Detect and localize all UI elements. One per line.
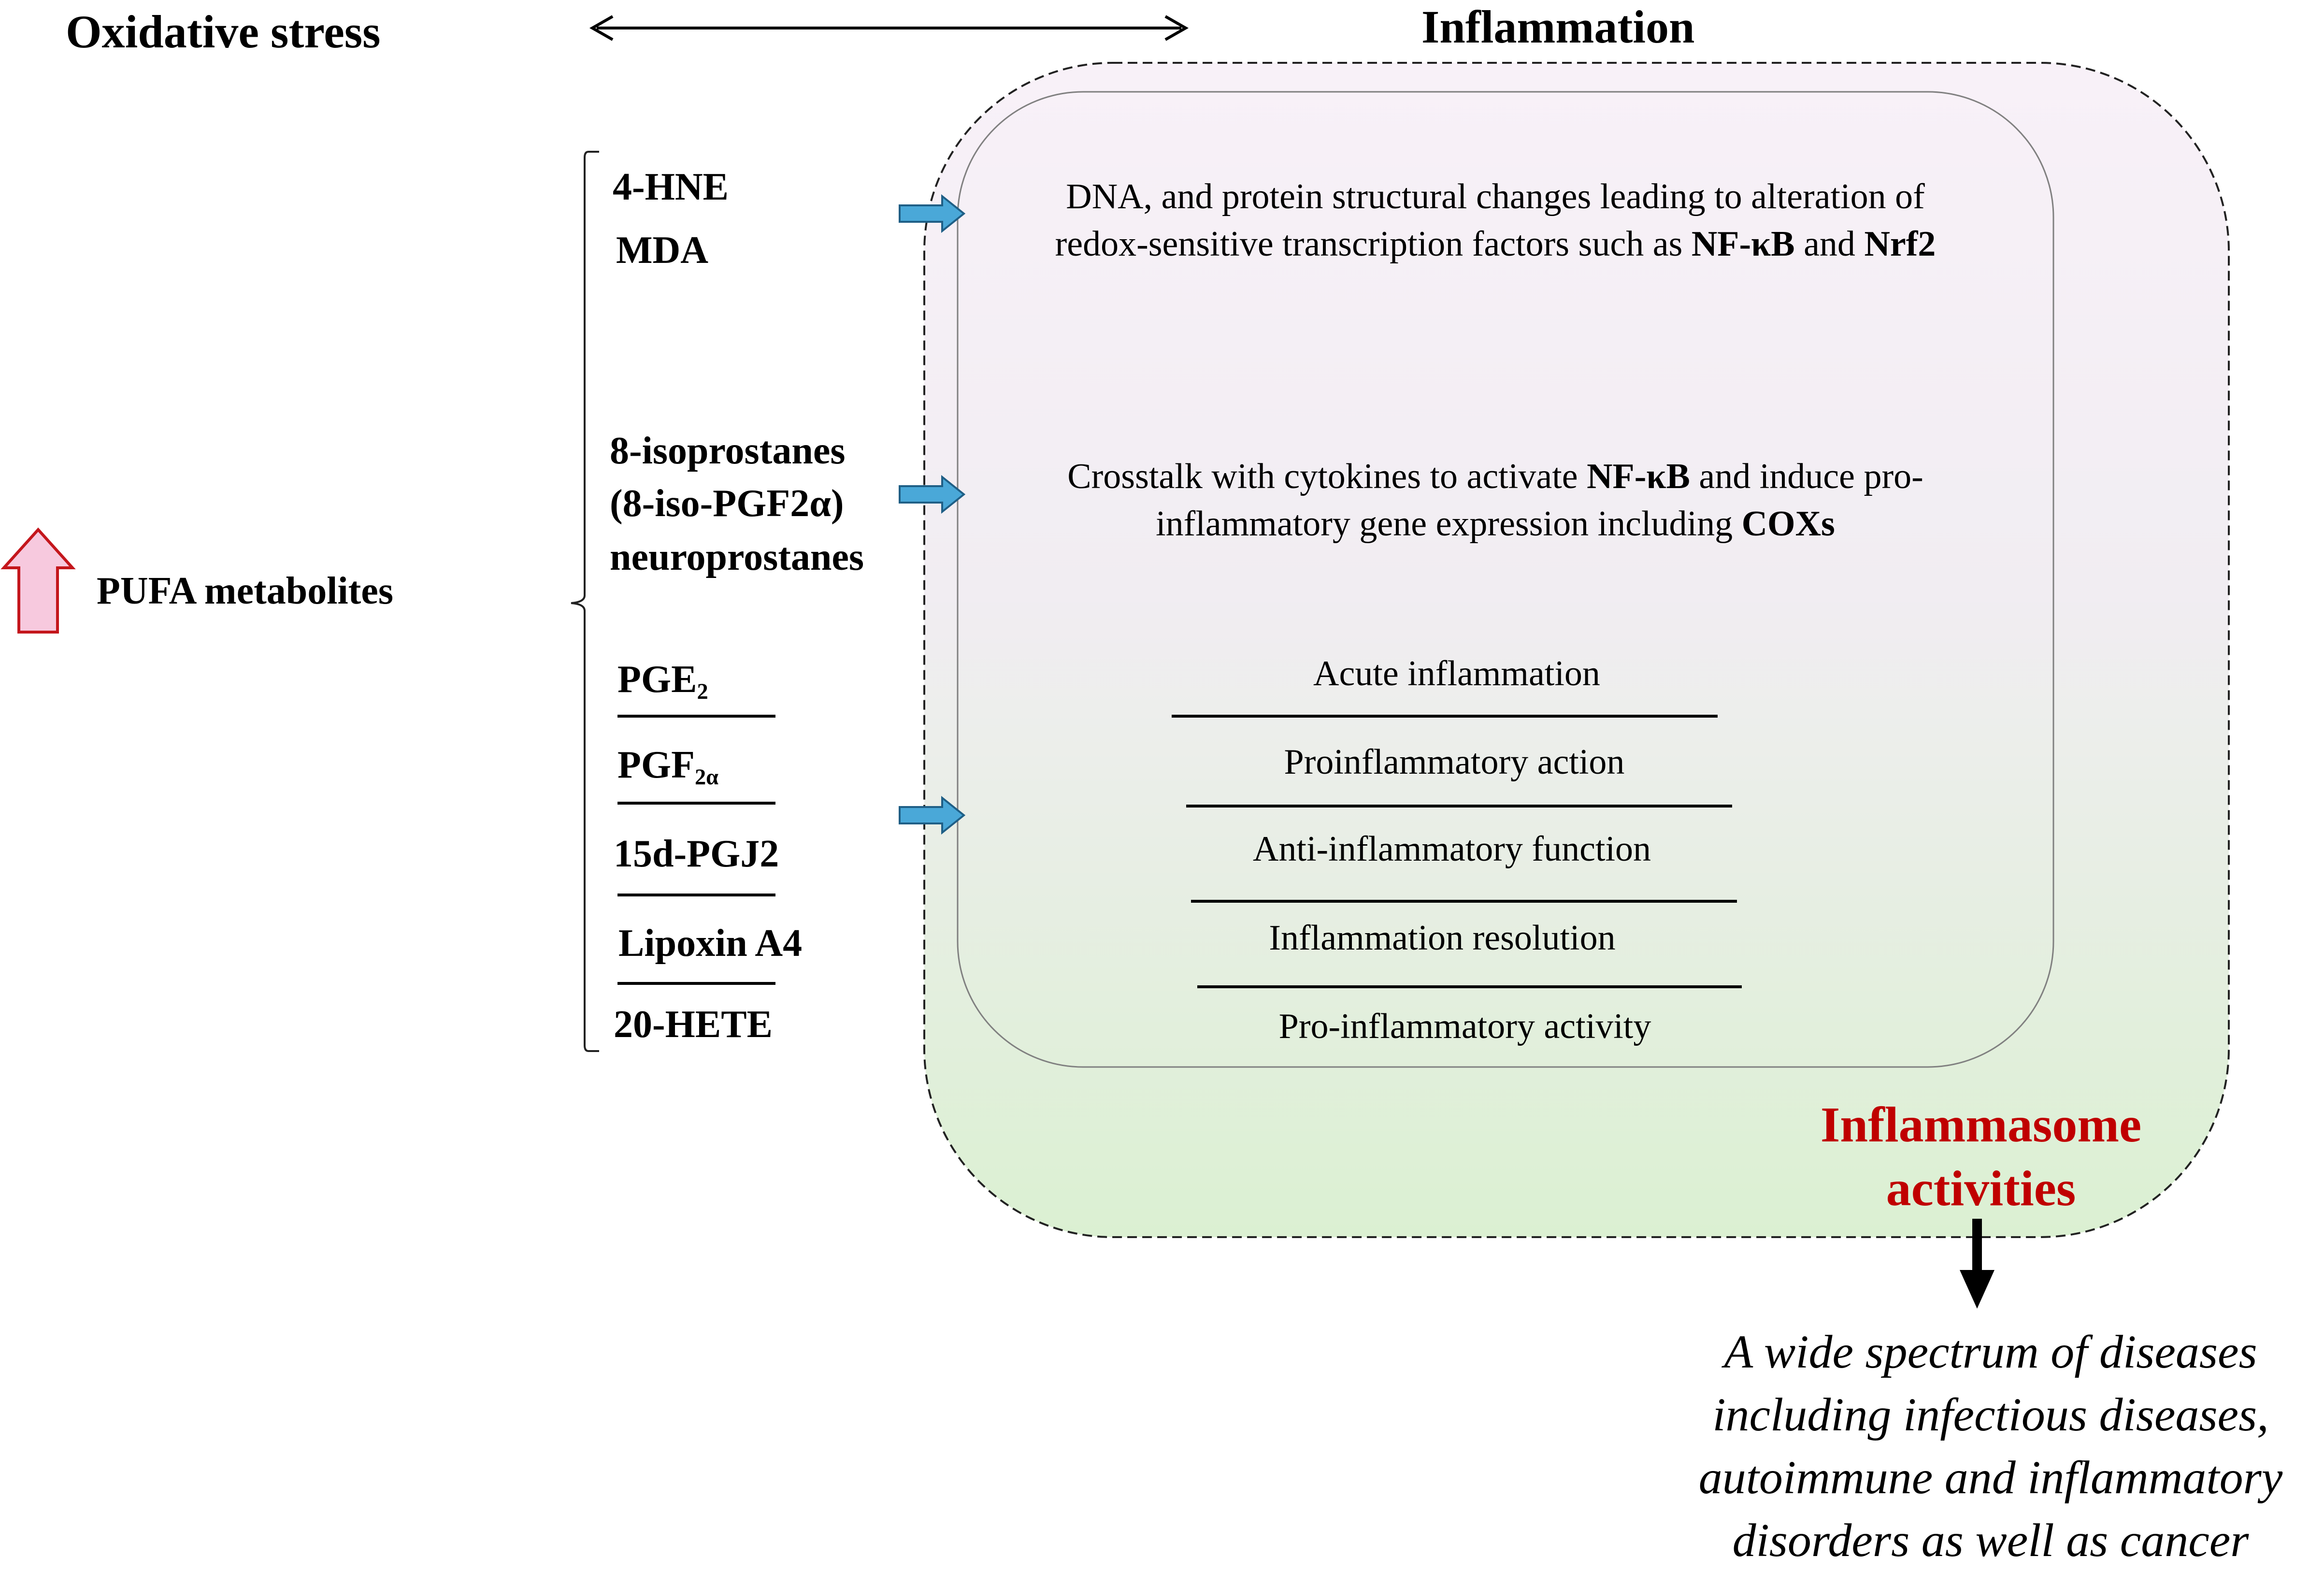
inflammasome-activities-label: Inflammasome activities [1768, 1093, 2194, 1221]
role-proinflammatory-action: Proinflammatory action [1284, 742, 1625, 782]
outcome-line3: autoimmune and inflammatory [1698, 1452, 2283, 1504]
metabolite-neuroprostanes: neuroprostanes [610, 536, 864, 578]
inflammation-outer-box [923, 62, 2230, 1238]
crosstalk-line2-text: inflammatory gene expression including [1156, 504, 1742, 544]
disease-outcome-text: A wide spectrum of diseases including in… [1648, 1321, 2324, 1572]
metabolite-pgf2a: PGF2α [617, 744, 718, 789]
dna-effect-and: and [1794, 224, 1865, 264]
pgf2a-subscript: 2α [694, 764, 719, 790]
metabolite-15d-pgj2: 15d-PGJ2 [614, 833, 779, 875]
pge2-subscript: 2 [697, 679, 708, 704]
crosstalk-line2: inflammatory gene expression including C… [966, 500, 2024, 548]
crosstalk-line1-text: Crosstalk with cytokines to activate [1067, 457, 1587, 496]
oxidative-stress-header: Oxidative stress [66, 6, 381, 58]
pge2-base: PGE [617, 658, 697, 701]
coxs-term: COXs [1741, 504, 1835, 544]
outcome-line2: including infectious diseases, [1712, 1389, 2269, 1441]
role-anti-inflammatory-function: Anti-inflammatory function [1252, 829, 1651, 869]
inflammasome-line1: Inflammasome [1820, 1097, 2142, 1153]
metabolite-8-isoprostanes: 8-isoprostanes [610, 430, 846, 472]
outcome-line4: disorders as well as cancer [1732, 1514, 2249, 1567]
metabolite-pge2: PGE2 [617, 658, 708, 703]
crosstalk-line1: Crosstalk with cytokines to activate NF-… [966, 453, 2024, 500]
metabolite-20-hete: 20-HETE [614, 1003, 773, 1046]
role-separators [1172, 715, 1742, 988]
nf-kb-term: NF-κB [1587, 457, 1690, 496]
arrow-right-icon [899, 194, 966, 233]
nf-kb-term: NF-κB [1691, 224, 1795, 264]
nrf2-term: Nrf2 [1864, 224, 1936, 264]
role-acute-inflammation: Acute inflammation [1313, 654, 1600, 693]
inflammation-inner-box [957, 91, 2054, 1068]
metabolite-lipoxin-a4: Lipoxin A4 [618, 922, 803, 965]
outcome-line1: A wide spectrum of diseases [1724, 1326, 2257, 1378]
crosstalk-effect-text: Crosstalk with cytokines to activate NF-… [966, 453, 2024, 548]
arrow-right-icon [899, 475, 966, 514]
up-arrow-icon [0, 527, 76, 634]
metabolite-8-iso-pgf2a: (8-iso-PGF2α) [610, 482, 844, 525]
dna-effect-line1: DNA, and protein structural changes lead… [1066, 177, 1925, 216]
bidirectional-arrow [589, 15, 1189, 41]
role-pro-inflammatory-activity: Pro-inflammatory activity [1278, 1007, 1651, 1046]
inflammation-header: Inflammation [1421, 1, 1695, 53]
metabolite-separators [617, 715, 775, 985]
pgf2a-base: PGF [617, 744, 695, 786]
dna-effect-line2: redox-sensitive transcription factors su… [966, 220, 2024, 268]
metabolite-4-hne: 4-HNE [613, 166, 729, 208]
inflammasome-line2: activities [1886, 1161, 2076, 1216]
pufa-metabolites-label: PUFA metabolites [97, 570, 393, 612]
metabolite-brace [571, 151, 599, 1052]
dna-protein-effect-text: DNA, and protein structural changes lead… [966, 173, 2024, 268]
metabolite-mda: MDA [616, 229, 709, 272]
dna-effect-line2-text: redox-sensitive transcription factors su… [1055, 224, 1692, 264]
role-inflammation-resolution: Inflammation resolution [1269, 918, 1616, 958]
down-arrow-icon [1960, 1219, 1994, 1309]
arrow-right-icon [899, 795, 966, 835]
crosstalk-line1-post: and induce pro- [1690, 457, 1923, 496]
